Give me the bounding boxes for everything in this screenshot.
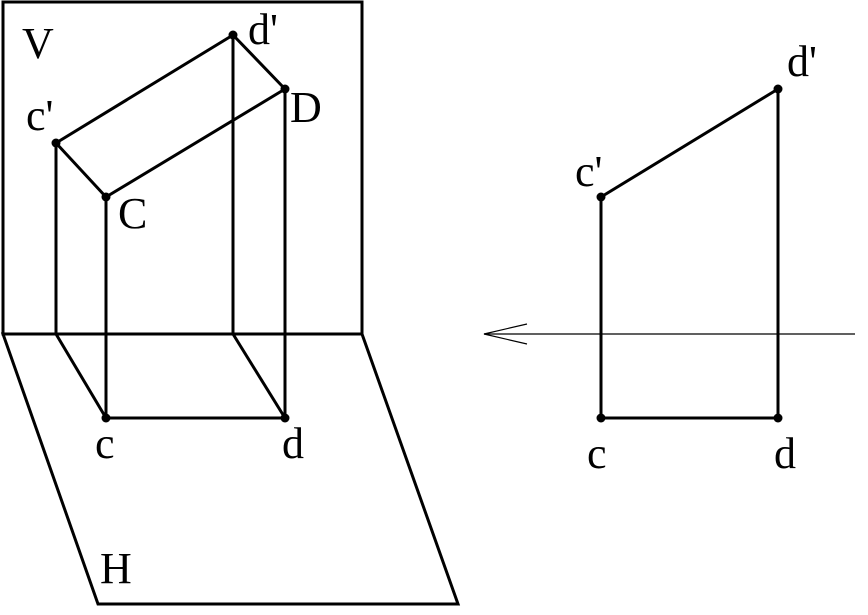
label-c-prime: c'	[26, 91, 53, 140]
label-c: c	[95, 419, 115, 468]
proj-point-c-prime	[596, 192, 606, 202]
orthographic-projection: c' d' c d	[483, 37, 855, 478]
segment-c-prime-d-prime	[55, 33, 234, 145]
proj-point-d-prime	[773, 84, 783, 94]
h-line-to-c	[54, 333, 108, 419]
point-d	[280, 413, 290, 423]
point-D	[280, 84, 290, 94]
proj-label-c-prime: c'	[575, 147, 602, 196]
label-d-prime: d'	[248, 5, 278, 54]
point-c	[101, 413, 111, 423]
point-C	[101, 192, 111, 202]
point-c-prime	[51, 138, 61, 148]
proj-point-c	[596, 413, 606, 423]
proj-label-d-prime: d'	[787, 37, 817, 86]
segment-C-D	[105, 87, 286, 199]
projector-C-c-prime	[54, 141, 108, 199]
point-d-prime	[228, 30, 238, 40]
label-h-plane: H	[100, 544, 132, 593]
h-line-to-d	[231, 333, 287, 419]
proj-label-c: c	[587, 429, 607, 478]
label-D: D	[290, 83, 322, 132]
label-C: C	[118, 189, 147, 238]
three-d-model: V H c' d' C D c d	[0, 0, 461, 606]
projector-D-d-prime	[231, 33, 287, 91]
label-d: d	[282, 419, 304, 468]
h-plane	[0, 332, 461, 606]
proj-label-d: d	[774, 429, 796, 478]
proj-point-d	[773, 413, 783, 423]
axis-arrow-icon	[483, 323, 528, 345]
proj-segment-c-prime-d-prime	[600, 87, 779, 199]
label-v-plane: V	[22, 19, 54, 68]
